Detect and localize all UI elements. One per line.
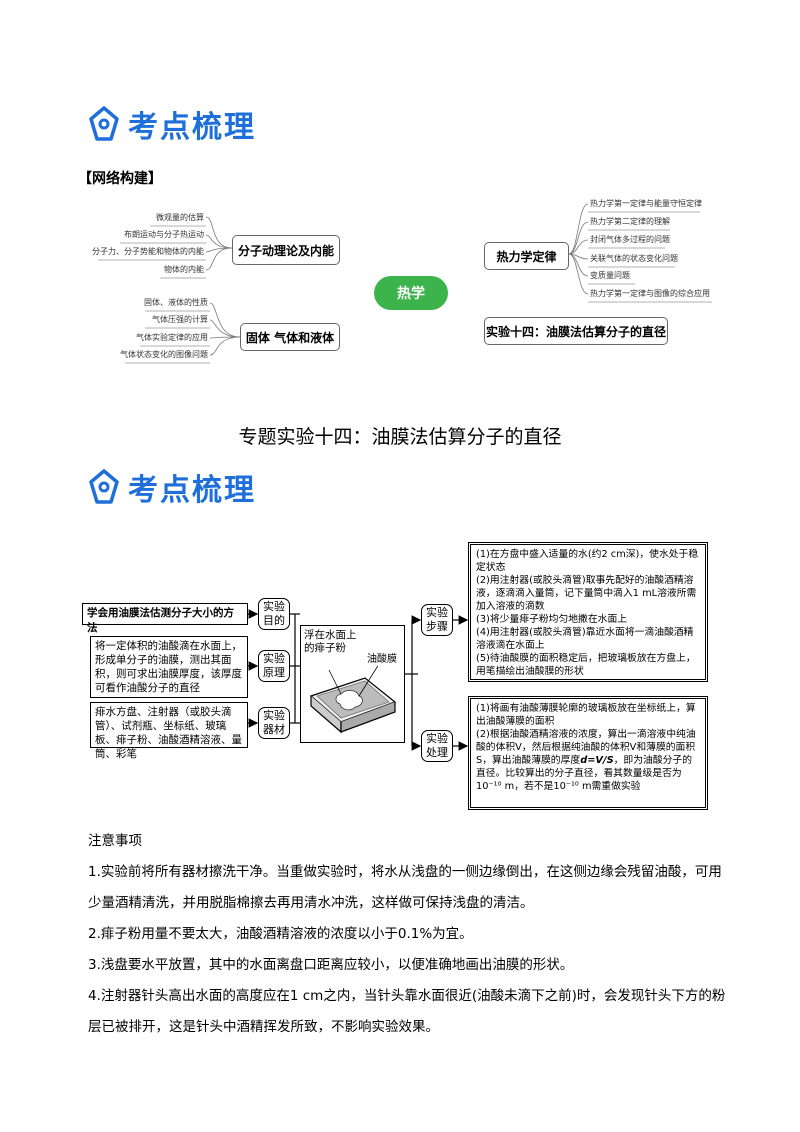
topic-title: 专题实验十四：油膜法估算分子的直径 bbox=[238, 426, 562, 448]
step-item: (5)待油酸膜的面积稳定后，把玻璃板放在方盘上，用笔描绘出油酸膜的形状 bbox=[476, 653, 696, 677]
purpose-label: 实验目的 bbox=[258, 598, 290, 630]
pen-nib-icon bbox=[89, 106, 119, 141]
network-label: 【网络构建】 bbox=[78, 171, 162, 187]
mindmap-leaf: 分子力、分子势能和物体的内能 bbox=[92, 247, 204, 256]
steps-box: (1)在方盘中盛入适量的水(约2 cm深)，使水处于稳定状态 (2)用注射器(或… bbox=[468, 542, 708, 682]
picture-caption-powder: 浮在水面上的痱子粉 bbox=[304, 629, 357, 654]
mindmap-node-molecular: 分子动理论及内能 bbox=[232, 235, 340, 265]
steps-label: 实验步骤 bbox=[421, 604, 453, 636]
step-item: (3)将少量痱子粉均匀地撒在水面上 bbox=[476, 614, 628, 625]
mindmap-leaf: 物体的内能 bbox=[164, 265, 204, 274]
picture-caption-film: 油酸膜 bbox=[367, 654, 397, 665]
mindmap-node-experiment: 实验十四：油膜法估算分子的直径 bbox=[484, 317, 668, 345]
mindmap-leaf: 气体状态变化的图像问题 bbox=[120, 350, 208, 359]
experiment-picture: 浮在水面上的痱子粉 油酸膜 bbox=[300, 625, 405, 743]
mindmap-leaf: 微观量的估算 bbox=[156, 213, 204, 222]
diagram-lines bbox=[248, 609, 469, 751]
processing-item: (2)根据油酸酒精溶液的浓度，算出一滴溶液中纯油酸的体积V，然后根据纯油酸的体积… bbox=[476, 729, 696, 792]
section-title: 考点梳理 bbox=[128, 110, 256, 145]
principle-label: 实验原理 bbox=[258, 650, 290, 682]
processing-label: 实验处理 bbox=[421, 730, 453, 762]
mindmap-leaf: 热力学第一定律与能量守恒定律 bbox=[590, 199, 702, 208]
note-item: 2.痱子粉用量不要太大，油酸酒精溶液的浓度以小于0.1%为宜。 bbox=[88, 926, 473, 942]
mindmap-lines bbox=[98, 203, 712, 364]
mindmap-leaf: 封闭气体多过程的问题 bbox=[590, 235, 670, 244]
processing-item: (1)将画有油酸薄膜轮廓的玻璃板放在坐标纸上，算出油酸薄膜的面积 bbox=[476, 703, 696, 727]
pen-nib-icon bbox=[89, 469, 119, 504]
notes-heading: 注意事项 bbox=[88, 833, 142, 849]
note-item: 1.实验前将所有器材擦洗干净。当重做实验时，将水从浅盘的一侧边缘倒出，在这侧边缘… bbox=[88, 864, 722, 911]
equipment-text: 痱水方盘、注射器（或胶头滴管）、试剂瓶、坐标纸、玻璃板、痱子粉、油酸酒精溶液、量… bbox=[90, 702, 248, 760]
mindmap-leaf: 热力学第一定律与图像的综合应用 bbox=[590, 289, 710, 298]
mindmap-leaf: 气体实验定律的应用 bbox=[136, 333, 208, 342]
tray-illustration bbox=[309, 666, 397, 734]
processing-box: (1)将画有油酸薄膜轮廓的玻璃板放在坐标纸上，算出油酸薄膜的面积 (2)根据油酸… bbox=[468, 696, 708, 810]
mindmap-node-solid-gas: 固体 气体和液体 bbox=[240, 323, 340, 351]
equipment-label: 实验器材 bbox=[258, 707, 290, 739]
note-item: 4.注射器针头高出水面的高度应在1 cm之内，当针头靠水面很近(油酸未滴下之前)… bbox=[88, 988, 726, 1035]
mindmap-leaf: 布朗运动与分子热运动 bbox=[124, 230, 204, 239]
step-item: (2)用注射器(或胶头滴管)取事先配好的油酸酒精溶液，逐滴滴入量筒，记下量筒中滴… bbox=[476, 575, 697, 612]
principle-text: 将一定体积的油酸滴在水面上，形成单分子的油膜，测出其面积，则可求出油膜厚度，该厚… bbox=[90, 636, 248, 698]
mindmap-center: 热学 bbox=[374, 276, 448, 310]
step-item: (1)在方盘中盛入适量的水(约2 cm深)，使水处于稳定状态 bbox=[476, 549, 699, 573]
section-header: 考点梳理 bbox=[88, 102, 256, 146]
section-title: 考点梳理 bbox=[128, 473, 256, 508]
step-item: (4)用注射器(或胶头滴管)靠近水面将一滴油酸酒精溶液滴在水面上 bbox=[476, 627, 694, 651]
mindmap-node-thermo-laws: 热力学定律 bbox=[484, 242, 569, 270]
mindmap-leaf: 热力学第二定律的理解 bbox=[590, 217, 670, 226]
notes-section: 注意事项 1.实验前将所有器材擦洗干净。当重做实验时，将水从浅盘的一侧边缘倒出，… bbox=[88, 826, 728, 1043]
mindmap-leaf: 固体、液体的性质 bbox=[144, 298, 208, 307]
note-item: 3.浅盘要水平放置，其中的水面离盘口距离应较小，以便准确地画出油膜的形状。 bbox=[88, 957, 574, 973]
formula: d=V/S bbox=[580, 755, 614, 766]
mindmap-leaf: 变质量问题 bbox=[590, 271, 630, 280]
mindmap-leaf: 关联气体的状态变化问题 bbox=[590, 254, 678, 263]
mindmap-leaf: 气体压强的计算 bbox=[152, 315, 208, 324]
purpose-text: 学会用油膜法估测分子大小的方法 bbox=[82, 603, 248, 634]
section-header: 考点梳理 bbox=[88, 465, 256, 509]
